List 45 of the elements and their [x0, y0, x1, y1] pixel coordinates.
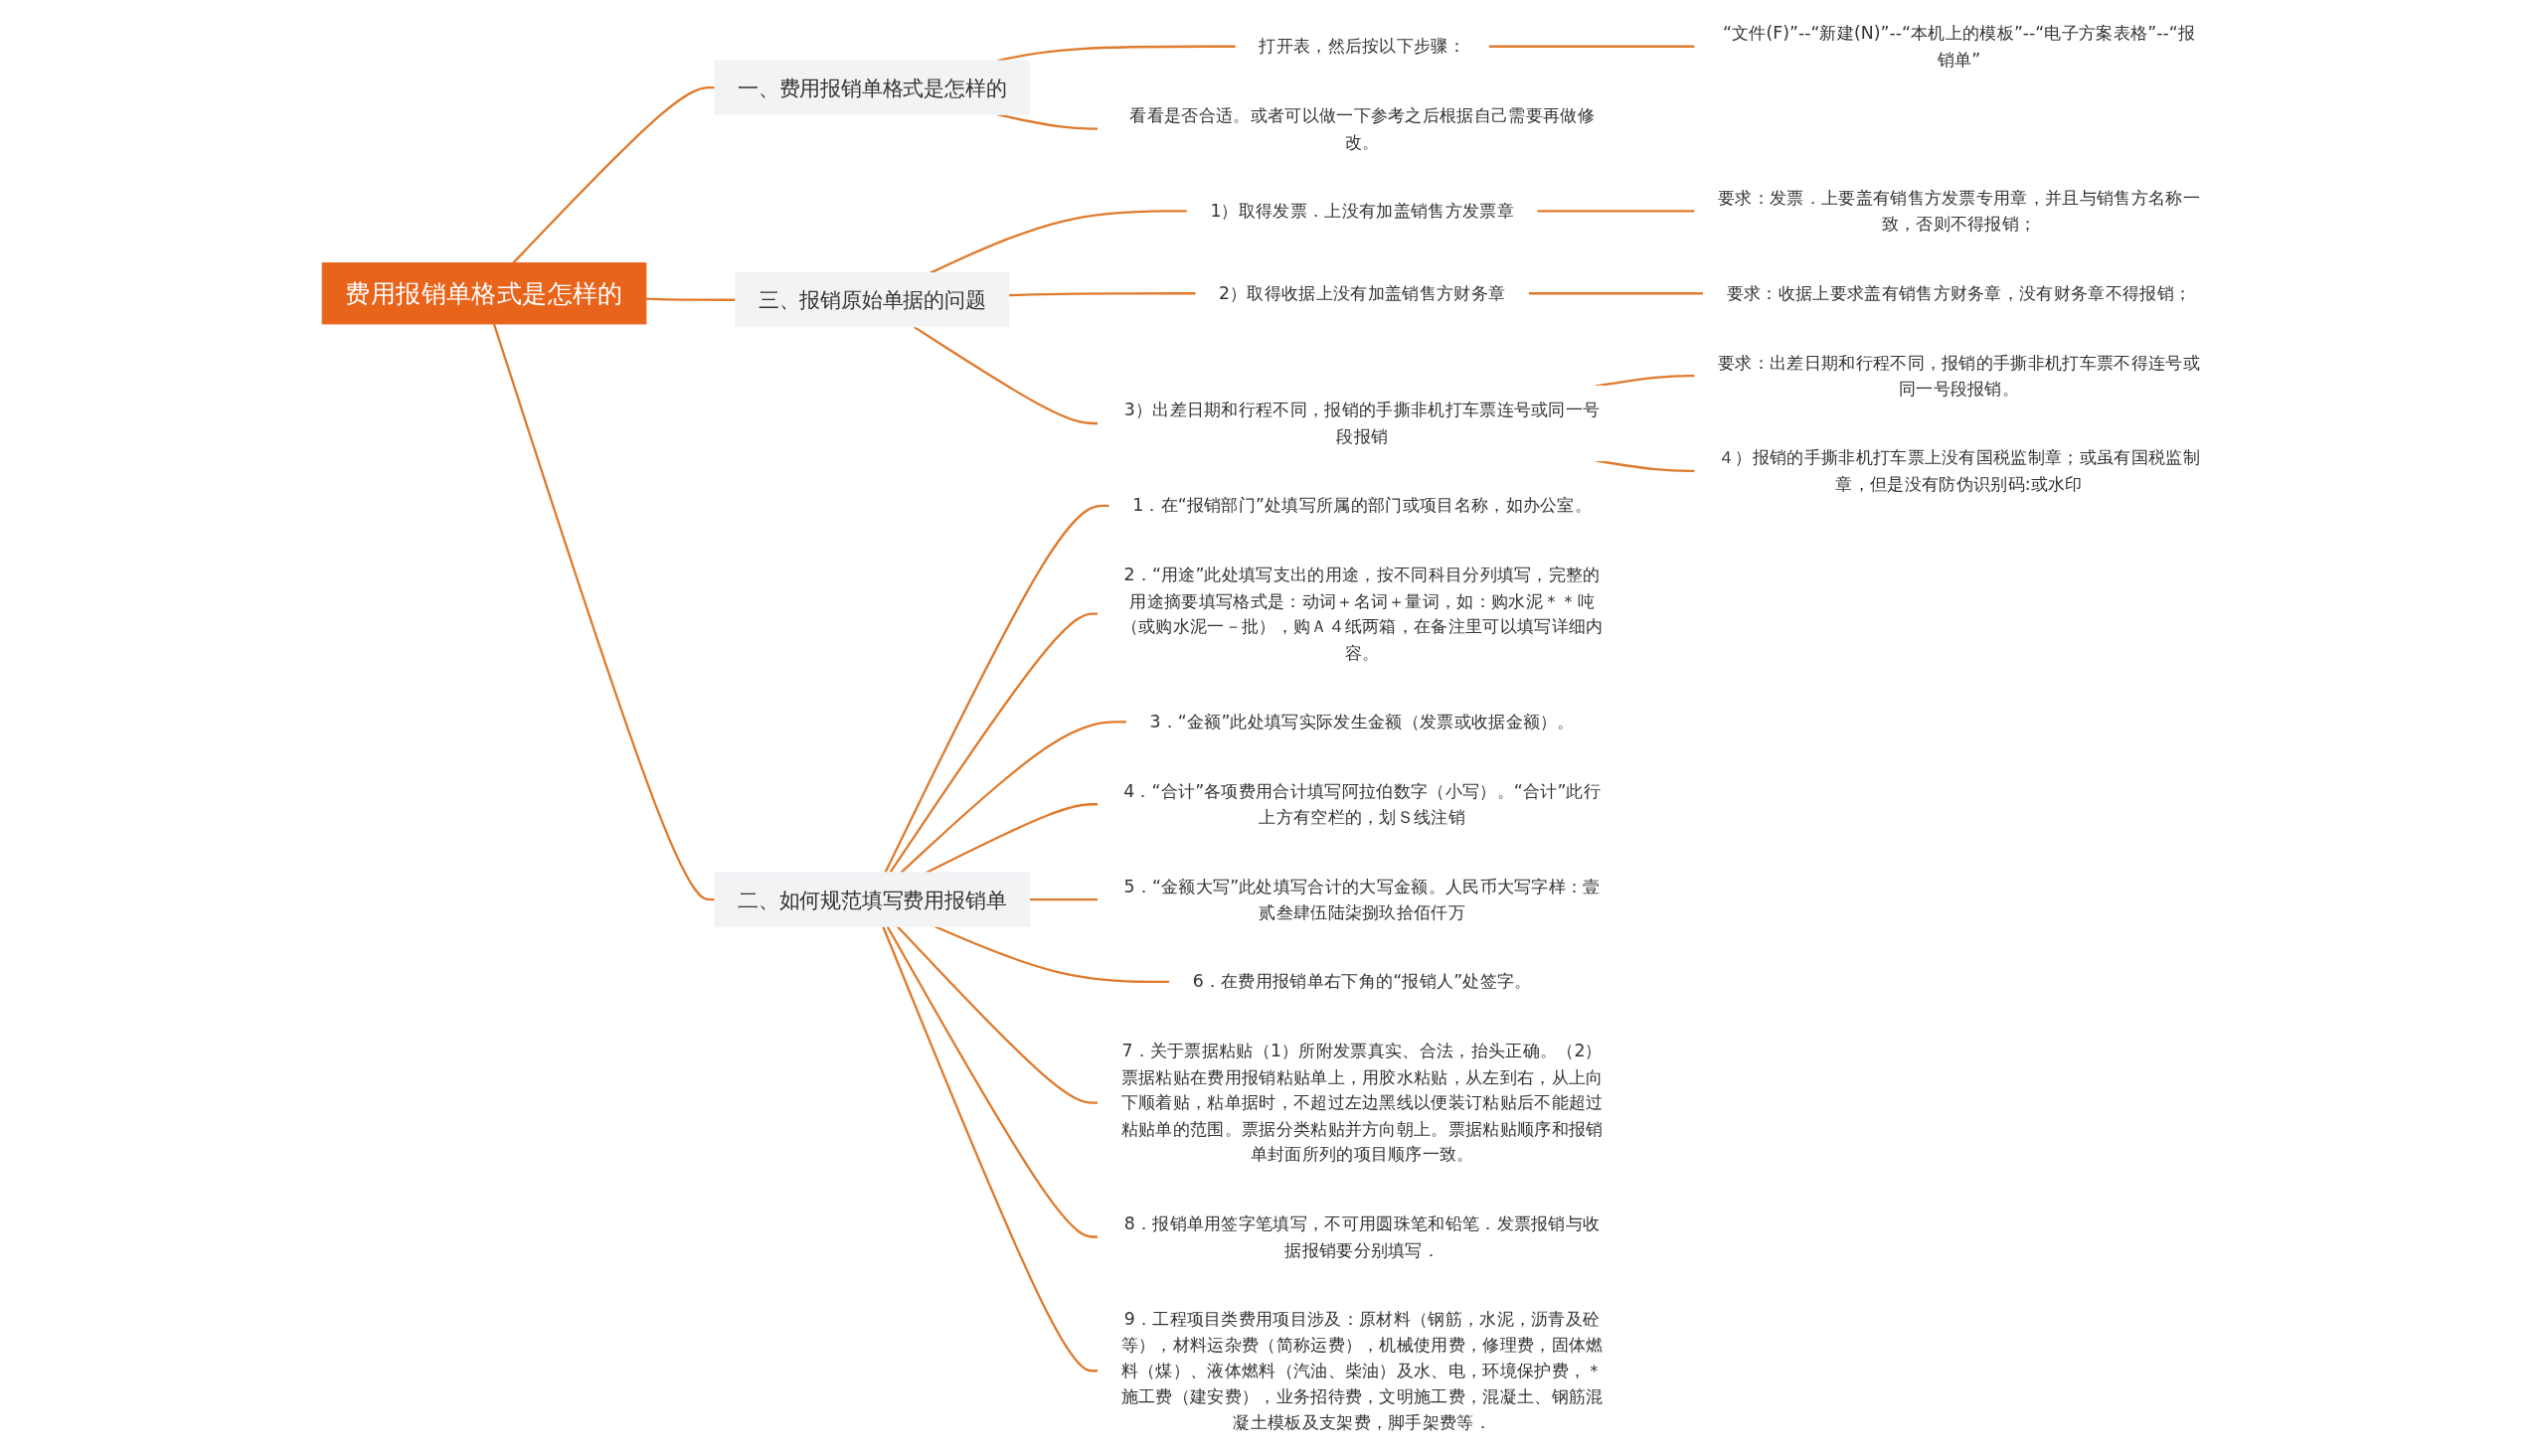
- connector: [1008, 292, 1196, 297]
- node-box: 三、报销原始单据的问题: [735, 272, 1010, 328]
- node-box: 费用报销单格式是怎样的: [321, 262, 647, 325]
- node-text: 2．“用途”此处填写支出的用途，按不同科目分列填写，完整的用途摘要填写格式是：动词＋名词＋量词，如：购水泥＊＊吨（或购水泥一－批），购Ａ４纸两箱，在备注里可以填写详细内容。: [1120, 564, 1604, 663]
- node-text: 7．关于票据粘贴（1）所附发票真实、合法，抬头正确。（2）票据粘贴在费用报销粘贴单上，用胶水粘贴，从左到右，从上向下顺着贴，粘单据时，不超过左边黑线以便装订粘贴后不能超过粘贴单的范围。票据分类粘贴并方向朝上。票据粘贴顺序和报销单封面所列的项目顺序一致。: [1120, 1041, 1604, 1165]
- connector: [896, 925, 1099, 1104]
- node-text: 8．报销单用签字笔填写，不可用圆珠笔和铅笔．发票报销与收据报销要分别填写．: [1123, 1213, 1601, 1260]
- node-text: 要求：收据上要求盖有销售方财务章，没有财务章不得报销；: [1726, 282, 2192, 304]
- node-text: 6．在费用报销单右下角的“报销人”处签字。: [1192, 971, 1532, 993]
- connector: [645, 297, 736, 301]
- node-box: 一、费用报销单格式是怎样的: [714, 60, 1030, 115]
- connector: [1595, 459, 1695, 473]
- connector: [1536, 210, 1695, 213]
- connector: [997, 45, 1237, 63]
- connector: [512, 86, 715, 264]
- connector: [900, 721, 1127, 874]
- connector: [930, 210, 1188, 274]
- node-text: 要求：出差日期和行程不同，报销的手撕非机打车票不得连号或同一号段报销。: [1717, 352, 2200, 400]
- connector: [1528, 292, 1704, 295]
- node-text: 1）取得发票．上没有加盖销售方发票章: [1210, 200, 1514, 222]
- connector: [997, 113, 1099, 130]
- node-text: 9．工程项目类费用项目涉及：原材料（钢筋，水泥，沥青及砼等），材料运杂费（简称运费），机械使用费，修理费，固体燃料（煤）、液体燃料（汽油、柴油）及水、电，环境保护费，＊施工费（建安费），业务招待费，文明施工费，混凝土、钢筋混凝土模板及支架费，脚手架费等．: [1120, 1308, 1604, 1433]
- node-text: 3）出差日期和行程不同，报销的手撕非机打车票连号或同一号段报销: [1123, 400, 1601, 447]
- node-text: 1．在“报销部门”处填写所属的部门或项目名称，如办公室。: [1132, 495, 1592, 516]
- node-text: 看看是否合适。或者可以做一下参考之后根据自己需要再做修改。: [1129, 104, 1595, 152]
- node-text: 3．“金额”此处填写实际发生金额（发票或收据金额）。: [1149, 711, 1575, 732]
- node-text: “文件(F)”--“新建(N)”--“本机上的模板”--“电子方案表格”--“报销单”: [1722, 23, 2195, 70]
- connector: [886, 925, 1099, 1238]
- node-text: 4．“合计”各项费用合计填写阿拉伯数字（小写）。“合计”此行上方有空栏的，划Ｓ线注销: [1123, 780, 1601, 828]
- node-box: 二、如何规范填写费用报销单: [714, 872, 1030, 927]
- connector: [913, 325, 1099, 425]
- connector: [933, 925, 1170, 984]
- connector: [882, 925, 1099, 1373]
- node-text: ４）报销的手撕非机打车票上没有国税监制章；或虽有国税监制章，但是没有防伪识别码:或水印: [1717, 447, 2200, 494]
- connector: [1488, 45, 1695, 48]
- node-text: 打开表，然后按以下步骤：: [1259, 36, 1465, 57]
- node-text: 2）取得收据上没有加盖销售方财务章: [1218, 282, 1506, 304]
- connector: [884, 504, 1109, 874]
- connector: [1595, 374, 1695, 388]
- node-text: 5．“金额大写”此处填写合计的大写金额。人民币大写字样：壹贰叁肆伍陆柒捌玖拾佰仟万: [1123, 876, 1601, 923]
- connector: [1029, 897, 1099, 901]
- connector: [492, 323, 715, 901]
- node-text: 要求：发票．上要盖有销售方发票专用章，并且与销售方名称一致，否则不得报销；: [1717, 187, 2200, 235]
- connector: [926, 803, 1099, 874]
- connector: [889, 612, 1099, 874]
